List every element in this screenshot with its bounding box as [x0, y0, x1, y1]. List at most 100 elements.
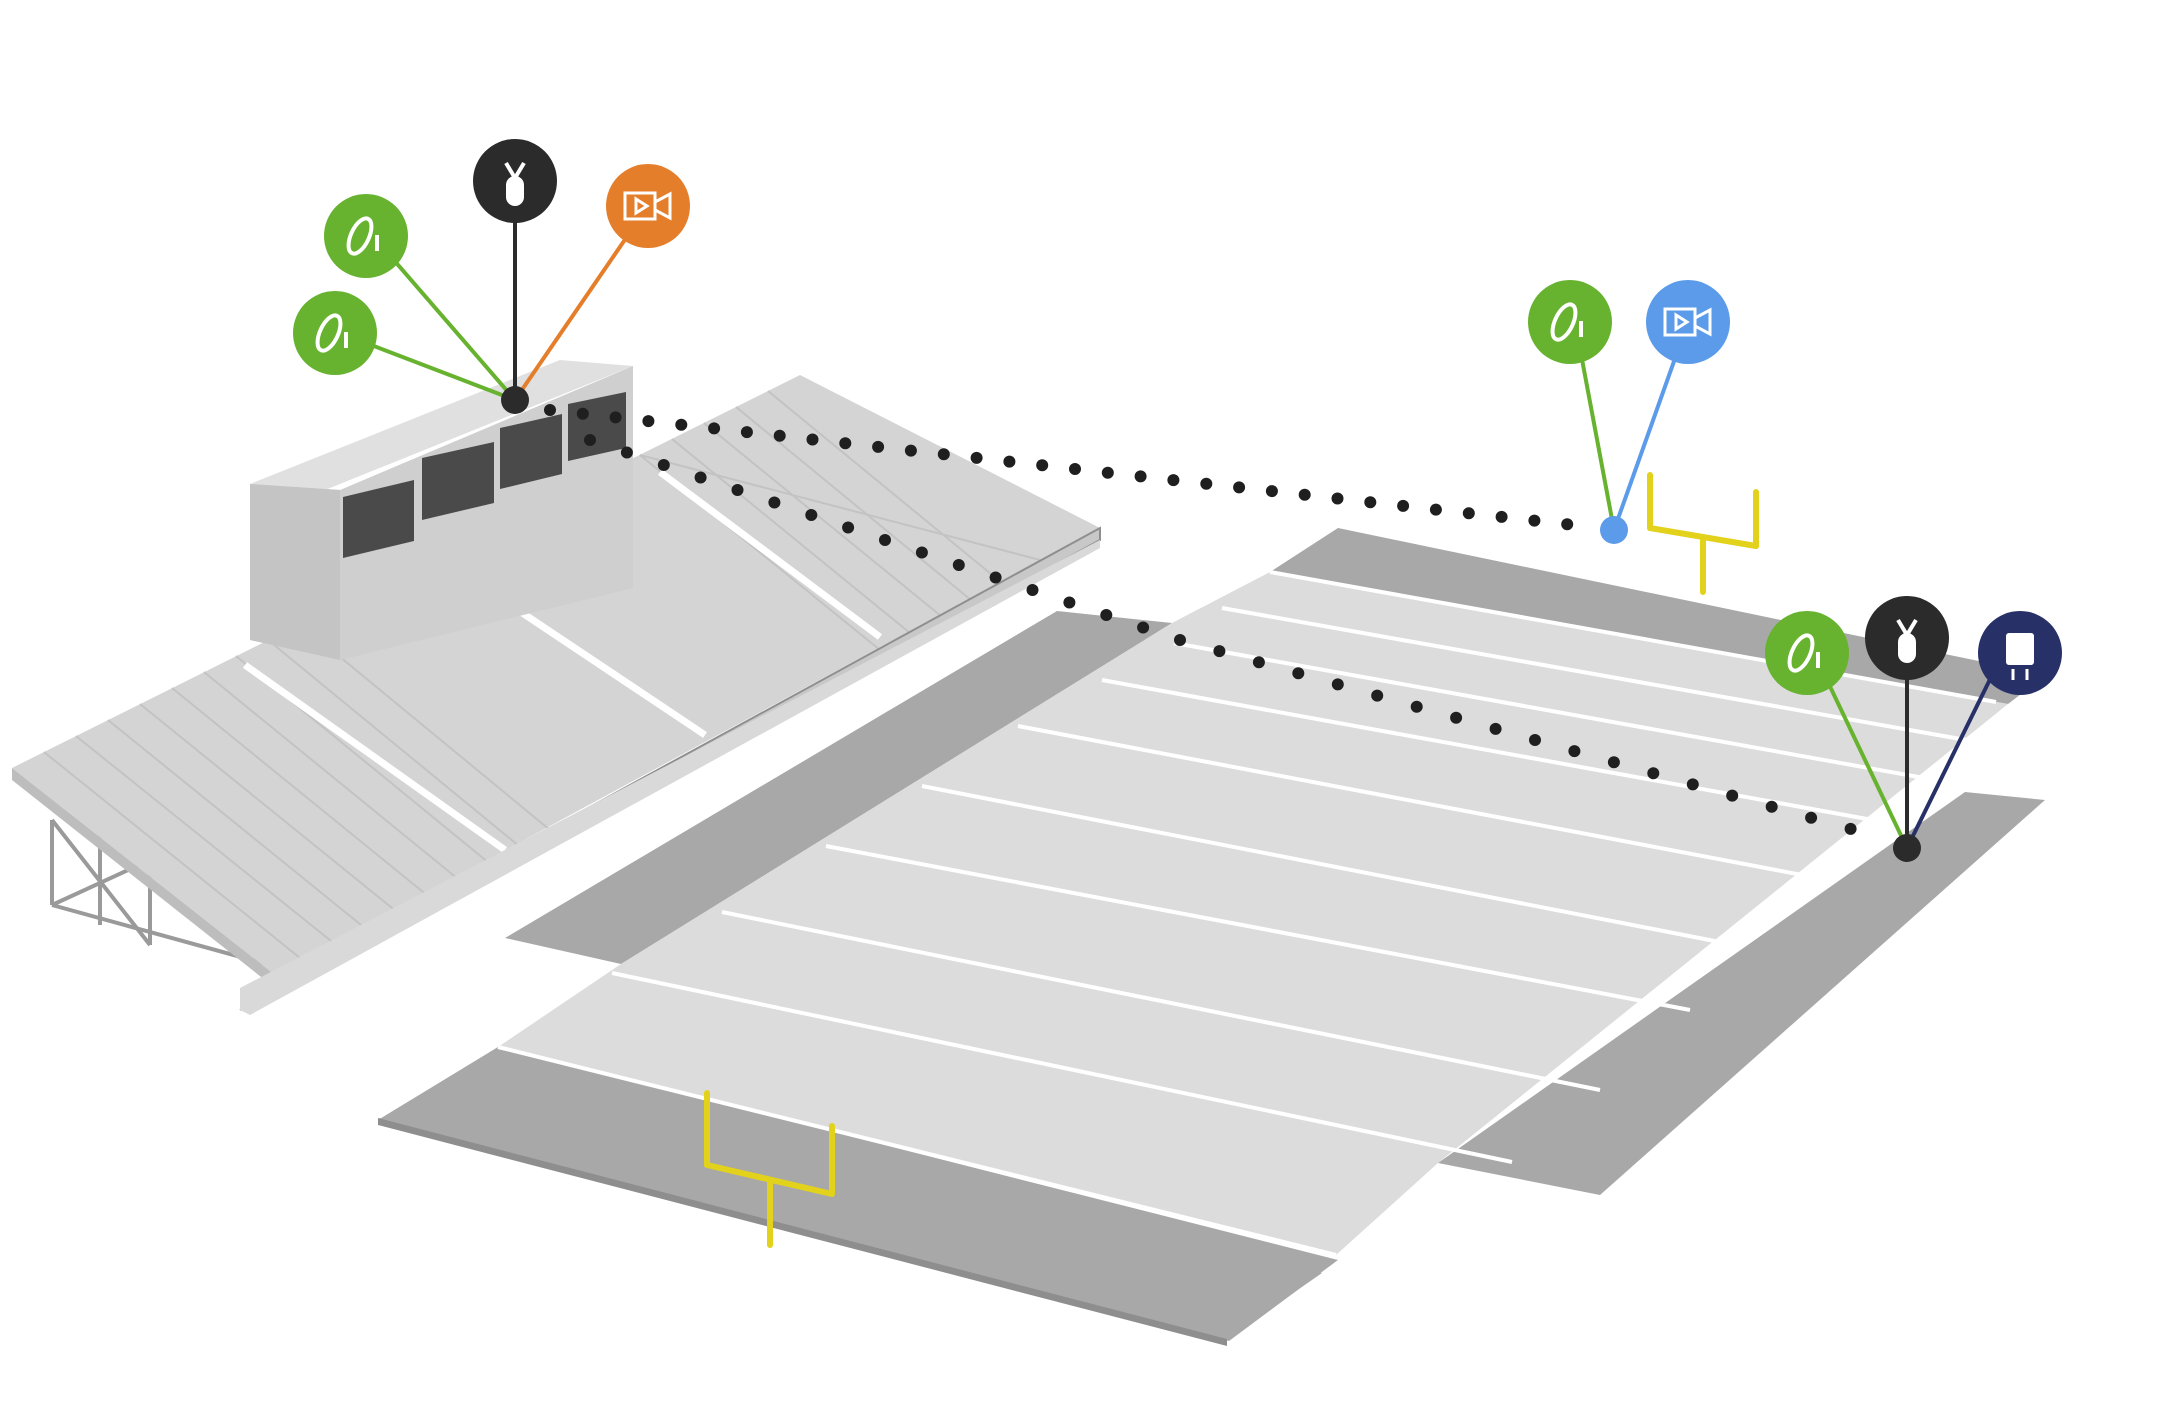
link-dot — [1686, 778, 1699, 791]
link-dot — [609, 411, 622, 424]
link-dot — [1371, 689, 1384, 702]
link-dot — [1213, 645, 1226, 658]
near-end-zone-band — [378, 1047, 1338, 1341]
video-camera-icon — [623, 191, 672, 221]
link-dot — [1844, 822, 1857, 835]
wireless-link-press-box-to-far-end — [544, 404, 1574, 531]
bleacher-underside — [12, 768, 275, 988]
right-sideline — [1438, 792, 2045, 1195]
link-dot — [1528, 514, 1541, 527]
press-box-top — [250, 360, 633, 492]
satellite-dish-icon — [1787, 633, 1820, 673]
link-dot — [1003, 455, 1016, 468]
link-dot — [1397, 499, 1410, 512]
link-dot — [1568, 745, 1581, 758]
playing-surface — [498, 572, 2008, 1255]
press-box-window — [500, 414, 562, 489]
wireless-links — [544, 404, 1857, 835]
link-dot — [1200, 477, 1213, 490]
video-camera-icon — [1663, 307, 1712, 337]
link-dot — [805, 509, 818, 521]
camera-pin[interactable] — [1646, 280, 1730, 364]
link-dot — [1134, 470, 1147, 483]
press-box-window — [343, 480, 414, 558]
link-dot — [839, 437, 852, 450]
link-dot — [1529, 734, 1541, 746]
link-dot — [1101, 466, 1114, 479]
press-box-device-cluster — [293, 139, 690, 414]
power-supply-icon — [2006, 633, 2034, 680]
link-dot — [1233, 481, 1246, 494]
link-dot — [1292, 667, 1305, 680]
far-end-zone — [1270, 528, 2046, 704]
link-dot — [915, 546, 928, 559]
link-dot — [1561, 518, 1574, 531]
radio-pin[interactable] — [1865, 596, 1949, 680]
link-dot — [1137, 621, 1150, 634]
link-dot — [1364, 496, 1377, 509]
link-dot — [584, 434, 596, 446]
link-dot — [576, 407, 589, 420]
dish-pin[interactable] — [1765, 611, 1849, 695]
link-dot — [1607, 756, 1620, 769]
link-dot — [1331, 492, 1344, 505]
yard-line — [921, 784, 1741, 948]
link-dot — [879, 534, 891, 546]
press-box-window — [422, 442, 494, 520]
link-dot — [657, 459, 670, 471]
link-dot — [1489, 722, 1502, 735]
radio-antenna-icon — [1896, 618, 1918, 663]
left-sideline — [505, 611, 1172, 964]
link-dot — [937, 448, 950, 461]
power-pin[interactable] — [1978, 611, 2062, 695]
link-dot — [642, 415, 655, 428]
link-dot — [904, 444, 917, 457]
yard-line — [1101, 678, 1879, 823]
link-dot — [842, 521, 855, 534]
far-end-node[interactable] — [1600, 516, 1628, 544]
link-dot — [1429, 503, 1442, 516]
link-dot — [1410, 700, 1423, 713]
far-goalpost — [1647, 472, 1759, 595]
near-goalpost — [704, 1090, 835, 1248]
yard-line — [611, 971, 1513, 1164]
link-dot — [970, 451, 983, 464]
yard-lines — [497, 570, 1997, 1257]
football-field — [378, 528, 2046, 1346]
link-dot — [806, 433, 819, 446]
link-dot — [1036, 459, 1049, 472]
press-box-hub[interactable] — [501, 386, 529, 414]
link-dot — [1450, 711, 1463, 724]
link-dot — [1026, 584, 1039, 596]
bleacher-steps — [43, 390, 1041, 963]
radio-antenna-icon — [504, 161, 526, 206]
link-dot — [952, 559, 965, 571]
link-dot — [731, 484, 744, 496]
yard-line — [1173, 641, 1925, 780]
field-edge — [378, 1118, 1227, 1346]
wireless-link-press-box-to-corner — [584, 434, 1857, 835]
radio-pin[interactable] — [473, 139, 557, 223]
corner-hub[interactable] — [1893, 834, 1921, 862]
link-dot — [544, 404, 556, 416]
dish-pin[interactable] — [1528, 280, 1612, 364]
link-dot — [740, 426, 753, 439]
yard-line — [497, 1045, 1337, 1257]
link-dot — [708, 422, 721, 435]
link-dot — [675, 418, 688, 431]
link-dot — [1298, 488, 1311, 501]
camera-pin[interactable] — [606, 164, 690, 248]
link-dot — [1265, 485, 1278, 498]
satellite-dish-icon — [315, 313, 348, 353]
link-dot — [694, 471, 707, 484]
yard-line — [721, 910, 1601, 1092]
dish-pin[interactable] — [324, 194, 408, 278]
link-dot — [1063, 596, 1076, 609]
link-dot — [1462, 507, 1475, 520]
link-dot — [989, 571, 1002, 584]
dish-pin[interactable] — [293, 291, 377, 375]
link-dot — [1647, 767, 1660, 780]
press-box — [250, 360, 633, 660]
link-dot — [1495, 510, 1508, 523]
